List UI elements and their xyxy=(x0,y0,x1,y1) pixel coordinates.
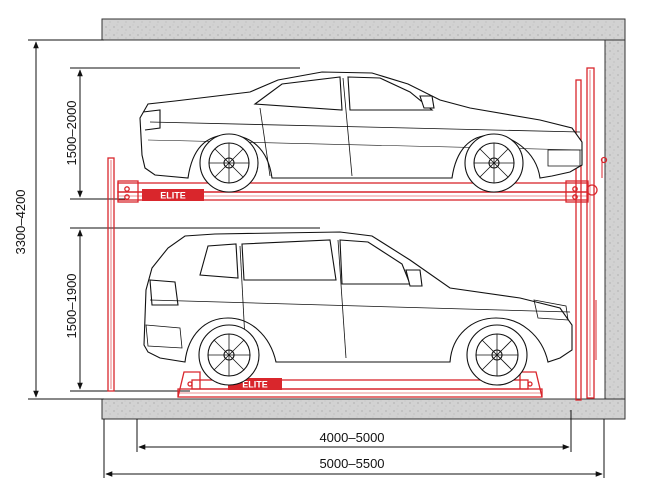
upper-pulley xyxy=(586,184,598,196)
right-post xyxy=(586,67,595,399)
right-post-inner xyxy=(575,79,582,401)
ceiling-slab xyxy=(101,18,626,41)
sedan-windows xyxy=(253,76,434,111)
suv-car xyxy=(143,231,573,386)
upper-platform-end-left xyxy=(117,180,139,203)
upper-badge-text: ELITE xyxy=(160,191,186,201)
sedan-body xyxy=(139,71,583,179)
right-wall xyxy=(604,39,626,419)
lower-platform-ramp-right xyxy=(519,371,543,398)
sedan-car xyxy=(139,71,583,193)
total-height-label: 3300–4200 xyxy=(13,189,28,254)
dimension-lines xyxy=(28,39,605,478)
outer-width-label: 5000–5500 xyxy=(319,456,384,471)
lift-structure xyxy=(107,67,608,401)
lower-badge-text: ELITE xyxy=(242,380,268,390)
upper-badge: ELITE xyxy=(142,189,204,201)
concrete-structure xyxy=(101,18,626,420)
suv-windows xyxy=(199,239,411,285)
lower-height-label: 1500–1900 xyxy=(64,273,79,338)
upper-height-label: 1500–2000 xyxy=(64,100,79,165)
lower-platform-ramp-left xyxy=(177,371,201,398)
floor-slab xyxy=(101,398,626,420)
inner-width-label: 4000–5000 xyxy=(319,430,384,445)
upper-platform-end-right xyxy=(565,180,589,203)
left-post xyxy=(107,157,115,392)
